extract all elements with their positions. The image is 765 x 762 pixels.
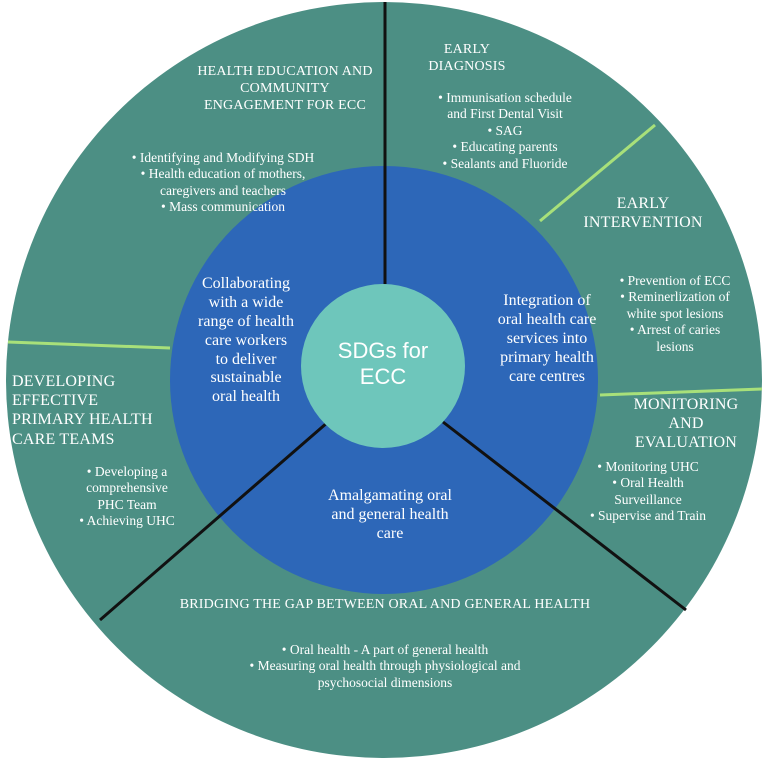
list-item: • Identifying and Modifying SDH — [131, 150, 315, 165]
list-item: • SAG — [487, 122, 523, 138]
list-item: • Educating parents — [452, 139, 558, 155]
list-item: • Achieving UHC — [79, 513, 175, 529]
segment-heading-health-education: HEALTH EDUCATION AND COMMUNITY ENGAGEMEN… — [197, 64, 373, 113]
list-item: • Reminerlization of white spot lesions — [620, 289, 730, 321]
segment-heading-bridging-gap: BRIDGING THE GAP BETWEEN ORAL AND GENERA… — [179, 597, 591, 612]
list-item: • Prevention of ECC — [619, 273, 731, 288]
segment-list-health-education: • Identifying and Modifying SDH • Health… — [78, 150, 368, 216]
center-circle — [301, 284, 465, 448]
divider-upper-right — [539, 123, 656, 223]
list-item: • Measuring oral health through physiolo… — [249, 658, 521, 690]
segment-heading-monitoring: MONITORING AND EVALUATION — [633, 396, 739, 452]
list-item: • Immunisation schedule and First Dental… — [438, 90, 572, 122]
list-item: • Oral health - A part of general health — [281, 642, 489, 657]
list-item: • Health education of mothers, caregiver… — [140, 166, 306, 198]
list-item: • Arrest of caries lesions — [629, 322, 721, 354]
list-item: • Sealants and Fluoride — [442, 155, 568, 171]
segment-heading-early-diagnosis: EARLY DIAGNOSIS — [428, 42, 506, 74]
center-label: SDGs for ECC — [337, 338, 429, 390]
segment-list-phc-teams: • Developing a comprehensive PHC Team • … — [52, 464, 202, 530]
list-item: • Oral Health Surveillance — [612, 475, 684, 507]
list-item: • Developing a comprehensive PHC Team — [86, 464, 168, 512]
segment-heading-phc-teams: DEVELOPING EFFECTIVE PRIMARY HEALTH CARE… — [12, 373, 153, 448]
segment-heading-early-intervention: EARLY INTERVENTION — [583, 195, 703, 232]
divider-right — [599, 387, 763, 397]
segment-list-early-diagnosis: • Immunisation schedule and First Dental… — [410, 90, 600, 172]
core-bottom-text: Amalgamating oral and general health car… — [328, 487, 452, 542]
list-item: • Mass communication — [161, 199, 285, 215]
divider-left — [7, 340, 171, 350]
list-item: • Supervise and Train — [589, 508, 707, 524]
divider-lower-left — [99, 420, 329, 622]
list-item: • Monitoring UHC — [597, 459, 699, 474]
core-left-text: Collaborating with a wide range of healt… — [198, 275, 294, 406]
segment-list-early-intervention: • Prevention of ECC • Reminerlization of… — [595, 273, 755, 355]
core-right-text: Integration of oral health care services… — [497, 292, 597, 385]
segment-list-bridging-gap: • Oral health - A part of general health… — [200, 642, 570, 691]
segment-list-monitoring: • Monitoring UHC • Oral Health Surveilla… — [568, 459, 728, 525]
divider-lower-right — [442, 420, 687, 612]
